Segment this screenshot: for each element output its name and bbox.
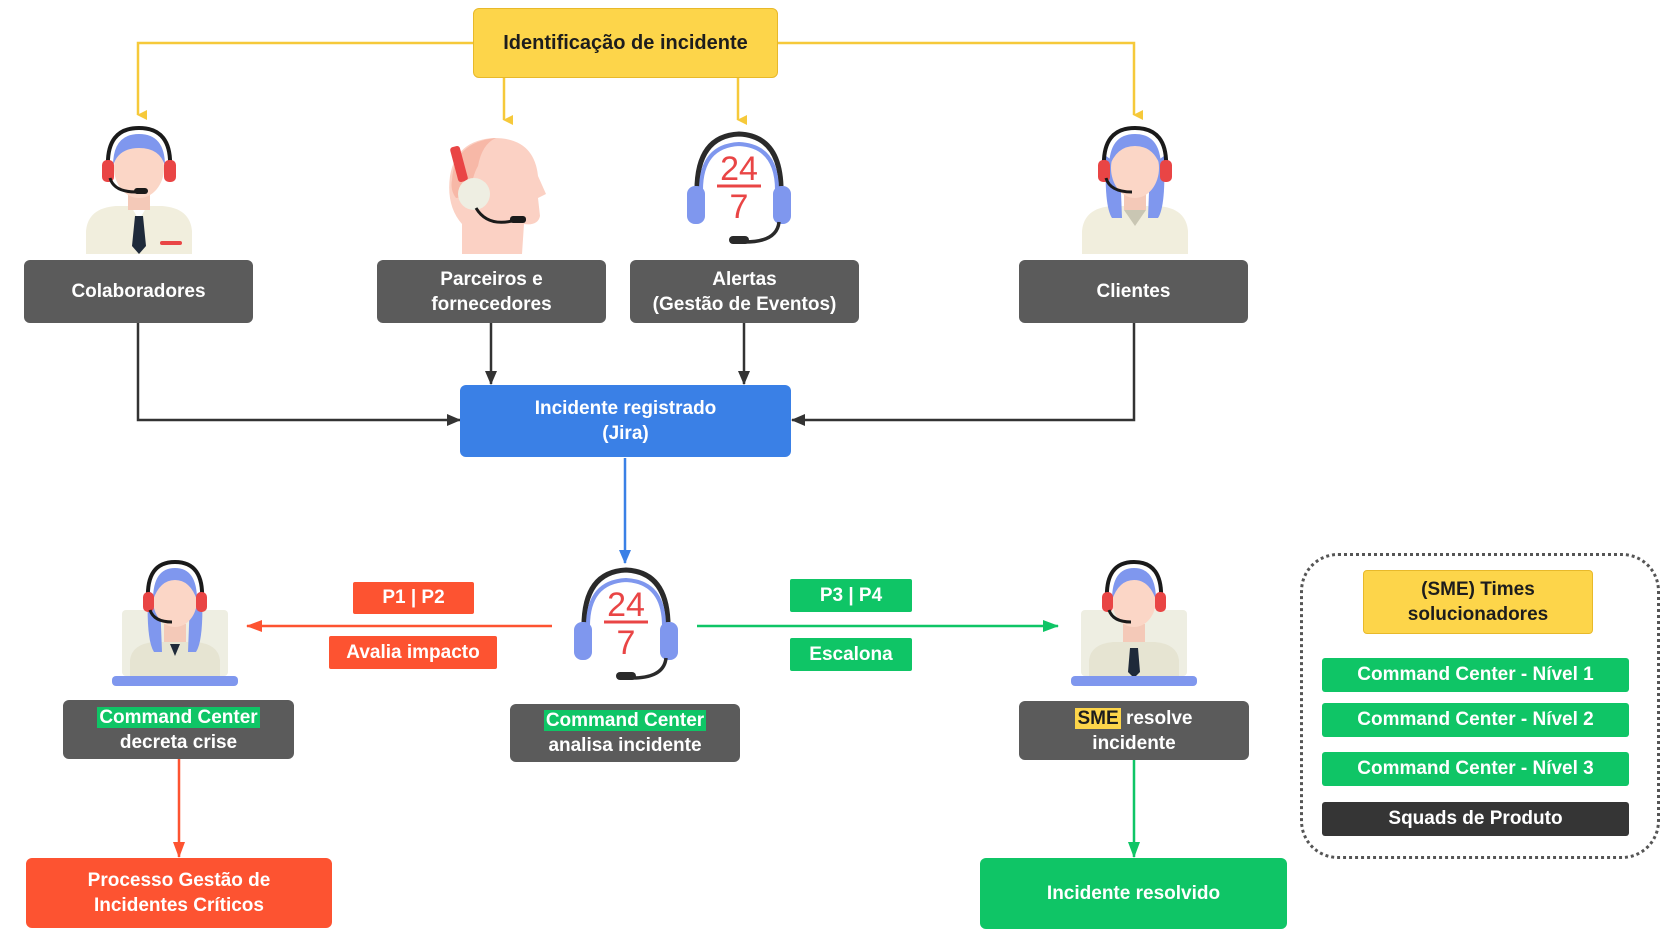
identificacao-label: Identificação de incidente xyxy=(503,31,748,54)
colaboradores-box: Colaboradores xyxy=(24,260,253,323)
female-agent-icon xyxy=(1082,126,1188,254)
avalia-impacto-tag: Avalia impacto xyxy=(329,636,497,669)
incidente-registrado-label: Incidente registrado (Jira) xyxy=(534,398,717,444)
parceiros-label: Parceiros e fornecedores xyxy=(431,268,552,315)
p1p2-label: P1 | P2 xyxy=(382,587,445,608)
resolve-label: resolve xyxy=(1120,707,1193,729)
headset-247-center-icon: 24 7 xyxy=(574,567,678,680)
legend-item-squads: Squads de Produto xyxy=(1322,802,1629,836)
male-agent-laptop-icon xyxy=(1071,560,1197,686)
colaboradores-label: Colaboradores xyxy=(71,281,206,302)
legend-title-label: (SME) Times solucionadores xyxy=(1407,579,1549,625)
processo-criticos-label: Processo Gestão de Incidentes Críticos xyxy=(87,870,271,916)
clientes-box: Clientes xyxy=(1019,260,1248,323)
command-center-highlight: Command Center xyxy=(97,706,260,728)
legend-item-nivel-3: Command Center - Nível 3 xyxy=(1322,752,1629,786)
analisa-incidente-box: Command Center analisa incidente xyxy=(510,704,740,762)
clock-top-label: 24 xyxy=(607,586,645,624)
legend-item-nivel-2: Command Center - Nível 2 xyxy=(1322,703,1629,737)
clientes-label: Clientes xyxy=(1096,281,1171,302)
decreta-crise-box: Command Center decreta crise xyxy=(63,700,294,759)
headset-247-icon: 24 7 xyxy=(687,131,791,244)
p3p4-label: P3 | P4 xyxy=(819,584,883,606)
identificacao-box: Identificação de incidente xyxy=(473,8,778,78)
yellow-line-left xyxy=(136,41,473,120)
clock-bottom-label: 7 xyxy=(617,624,636,662)
parceiros-box: Parceiros e fornecedores xyxy=(377,260,606,323)
legend-item-label: Command Center - Nível 2 xyxy=(1357,709,1594,730)
male-agent-icon xyxy=(86,126,192,254)
analisa-incidente-label: analisa incidente xyxy=(548,735,702,756)
legend-item-label: Command Center - Nível 1 xyxy=(1357,664,1594,685)
line-clientes xyxy=(791,323,1136,426)
incidente-resolvido-label: Incidente resolvido xyxy=(1046,883,1221,904)
escalona-label: Escalona xyxy=(809,643,893,665)
line-colaboradores xyxy=(136,323,461,426)
alertas-box: Alertas (Gestão de Eventos) xyxy=(630,260,859,323)
legend-item-nivel-1: Command Center - Nível 1 xyxy=(1322,658,1629,692)
legend-title-box: (SME) Times solucionadores xyxy=(1363,570,1593,634)
clock-top-label: 24 xyxy=(720,150,758,188)
legend-item-label: Command Center - Nível 3 xyxy=(1357,758,1594,779)
processo-criticos-box: Processo Gestão de Incidentes Críticos xyxy=(26,858,332,928)
p1p2-tag: P1 | P2 xyxy=(353,582,474,614)
incidente-resolvido-box: Incidente resolvido xyxy=(980,858,1287,929)
command-center-highlight: Command Center xyxy=(543,710,707,731)
incidente-registrado-box: Incidente registrado (Jira) xyxy=(460,385,791,457)
legend-panel xyxy=(1300,553,1660,859)
yellow-line-right xyxy=(778,41,1143,120)
female-agent-laptop-icon xyxy=(112,560,238,686)
legend-item-label: Squads de Produto xyxy=(1388,808,1563,829)
sme-highlight: SME xyxy=(1075,707,1121,729)
partner-profile-icon xyxy=(449,138,546,254)
sme-resolve-box: SME resolve incidente xyxy=(1019,701,1249,760)
decreta-crise-label: decreta crise xyxy=(119,731,238,753)
alertas-label: Alertas (Gestão de Eventos) xyxy=(652,268,837,315)
escalona-tag: Escalona xyxy=(790,638,912,671)
incidente-label: incidente xyxy=(1092,732,1176,754)
p3p4-tag: P3 | P4 xyxy=(790,579,912,612)
avalia-impacto-label: Avalia impacto xyxy=(346,641,480,663)
clock-bottom-label: 7 xyxy=(730,188,749,226)
